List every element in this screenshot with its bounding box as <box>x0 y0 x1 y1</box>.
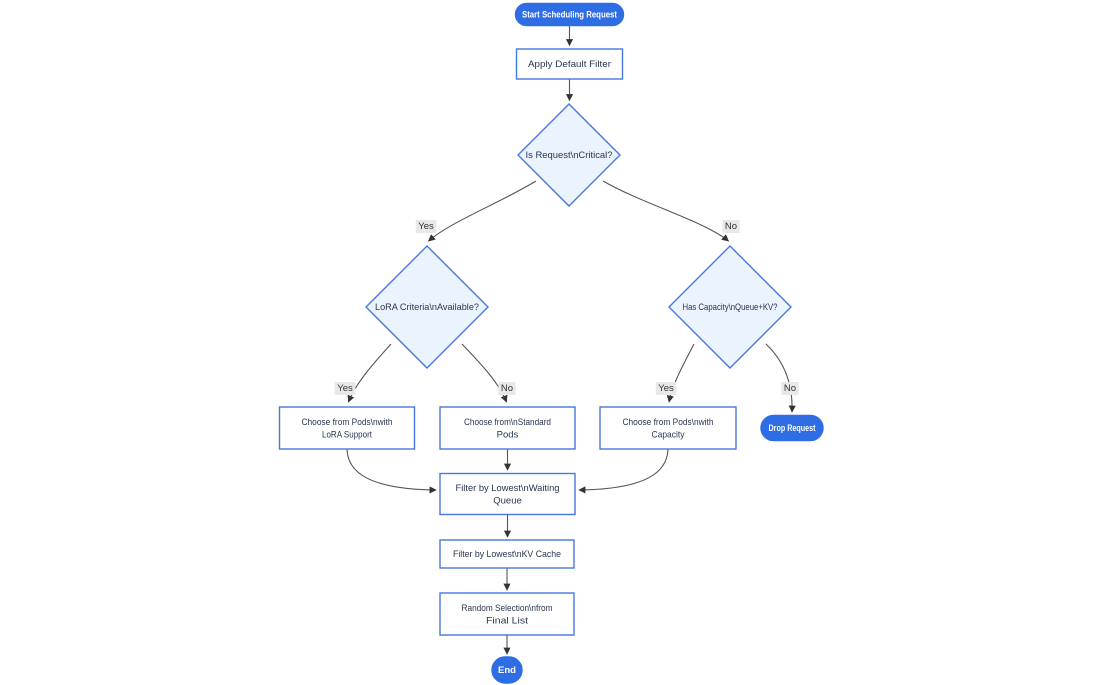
end-shape <box>491 656 523 684</box>
random-shape <box>439 592 575 636</box>
critical-label: Is Request\nCritical? <box>526 150 613 161</box>
node-drop: Drop Request <box>760 414 824 442</box>
node-lora: LoRA Criteria\nAvailable? <box>365 245 489 369</box>
edge-label-bg <box>722 220 740 233</box>
edge-lora-podsstd <box>461 343 508 403</box>
edges-layer <box>346 25 796 655</box>
edge-label-lora-podslora: Yes <box>334 382 356 395</box>
edge-label-text: Yes <box>337 383 353 394</box>
edge-label-capacity-drop: No <box>781 382 799 395</box>
edge-podscap-filterq <box>578 449 669 494</box>
critical-shape <box>517 103 621 207</box>
drop-label: Drop Request <box>769 423 817 434</box>
edge-capacity-podscap <box>666 343 695 403</box>
edge-label-bg <box>498 382 516 395</box>
podsstd-shape <box>439 406 576 450</box>
drop-shape <box>760 414 824 442</box>
node-start: Start Scheduling Request <box>514 2 625 27</box>
edge-critical-capacity <box>602 180 730 242</box>
node-apply: Apply Default Filter <box>515 48 624 80</box>
podslora-shape <box>278 406 416 450</box>
capacity-shape <box>668 245 792 369</box>
edge-label-text: No <box>501 383 513 394</box>
edge-label-text: No <box>725 221 737 232</box>
filterkv-shape <box>439 539 575 569</box>
edge-podslora-filterq <box>346 449 437 494</box>
capacity-label: Has Capacity\nQueue+KV? <box>683 302 778 313</box>
node-critical: Is Request\nCritical? <box>517 103 621 207</box>
start-label: Start Scheduling Request <box>522 10 618 21</box>
edge-lora-podslora <box>347 343 392 403</box>
apply-shape <box>515 48 624 80</box>
edge-label-critical-lora: Yes <box>415 220 437 233</box>
node-capacity: Has Capacity\nQueue+KV? <box>668 245 792 369</box>
filterkv-label: Filter by Lowest\nKV Cache <box>453 549 561 560</box>
node-end: End <box>491 656 523 684</box>
start-shape <box>514 2 625 27</box>
edge-label-bg <box>655 382 677 395</box>
lora-label: LoRA Criteria\nAvailable? <box>375 302 479 313</box>
edge-label-bg <box>415 220 437 233</box>
edge-label-critical-capacity: No <box>722 220 740 233</box>
edge-label-bg <box>781 382 799 395</box>
edge-label-text: No <box>784 383 796 394</box>
edge-label-lora-podsstd: No <box>498 382 516 395</box>
edge-label-capacity-podscap: Yes <box>655 382 677 395</box>
podscap-shape <box>599 406 737 450</box>
lora-shape <box>365 245 489 369</box>
edge-label-bg <box>334 382 356 395</box>
apply-label: Apply Default Filter <box>528 59 611 70</box>
node-filterkv: Filter by Lowest\nKV Cache <box>439 539 575 569</box>
edge-label-text: Yes <box>658 383 674 394</box>
edge-label-text: Yes <box>418 221 434 232</box>
edge-critical-lora <box>427 180 537 242</box>
end-label: End <box>498 665 516 676</box>
filterq-shape <box>439 472 576 516</box>
edge-capacity-drop <box>765 343 796 413</box>
